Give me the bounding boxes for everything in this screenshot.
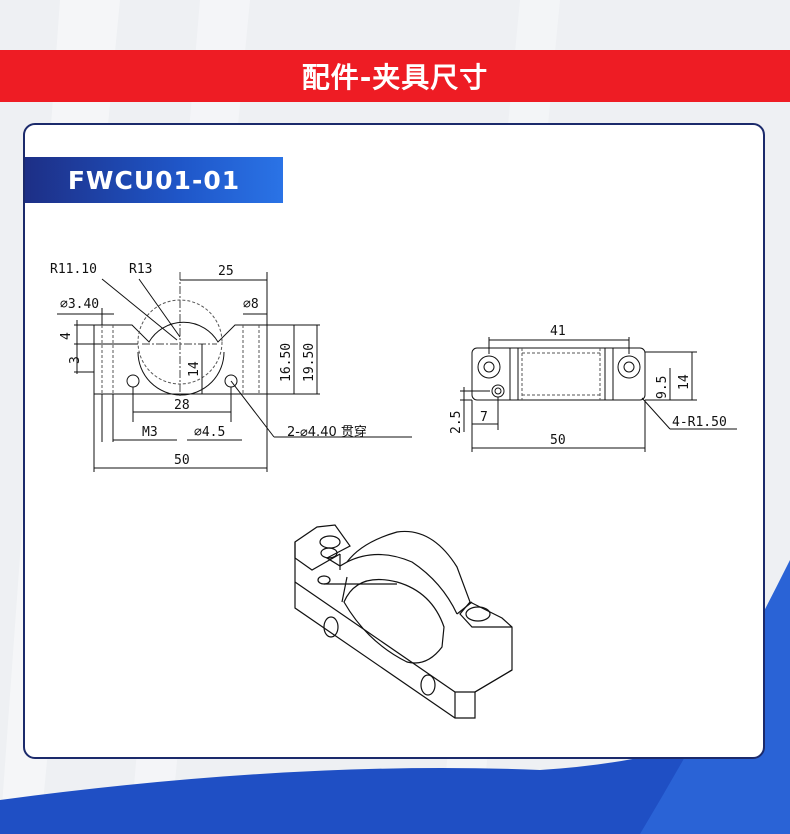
label-r-large: R13	[129, 262, 152, 277]
label-dim-3: 3	[68, 356, 83, 364]
label-r-small: R11.10	[50, 262, 97, 277]
label-hole-45: ⌀4.5	[194, 425, 225, 440]
label-top-total-width: 50	[550, 433, 566, 448]
model-tab: FWCU01-01	[25, 157, 283, 203]
label-hole-small: ⌀3.40	[60, 297, 99, 312]
page-title: 配件-夹具尺寸	[301, 61, 489, 94]
label-height-16-50: 16.50	[279, 343, 294, 382]
label-dim-14: 14	[677, 374, 692, 390]
label-dim-7: 7	[480, 410, 488, 425]
label-height-14: 14	[187, 361, 202, 377]
drawing-panel: FWCU01-01	[23, 123, 765, 759]
isometric-view	[294, 524, 513, 719]
label-dim-4: 4	[59, 332, 74, 340]
label-length-41: 41	[550, 324, 566, 339]
header-band: 配件-夹具尺寸	[0, 50, 790, 102]
model-code: FWCU01-01	[67, 165, 241, 195]
label-thread: M3	[142, 425, 158, 440]
label-dim-2-5: 2.5	[449, 411, 464, 434]
label-front-total-width: 50	[174, 453, 190, 468]
label-top-width: 25	[218, 264, 234, 279]
label-height-19-50: 19.50	[302, 343, 317, 382]
label-hole-spacing: 28	[174, 398, 190, 413]
front-view	[57, 272, 412, 472]
technical-drawing: R11.10 R13 25 ⌀3.40 ⌀8 4 3 14 16.50 19.5…	[50, 262, 737, 719]
label-through-holes: 2-⌀4.40 贯穿	[287, 424, 367, 440]
label-corner-radius: 4-R1.50	[672, 415, 727, 430]
label-dim-9-5: 9.5	[655, 376, 670, 399]
label-hole-large: ⌀8	[243, 297, 259, 312]
top-view	[460, 337, 737, 452]
